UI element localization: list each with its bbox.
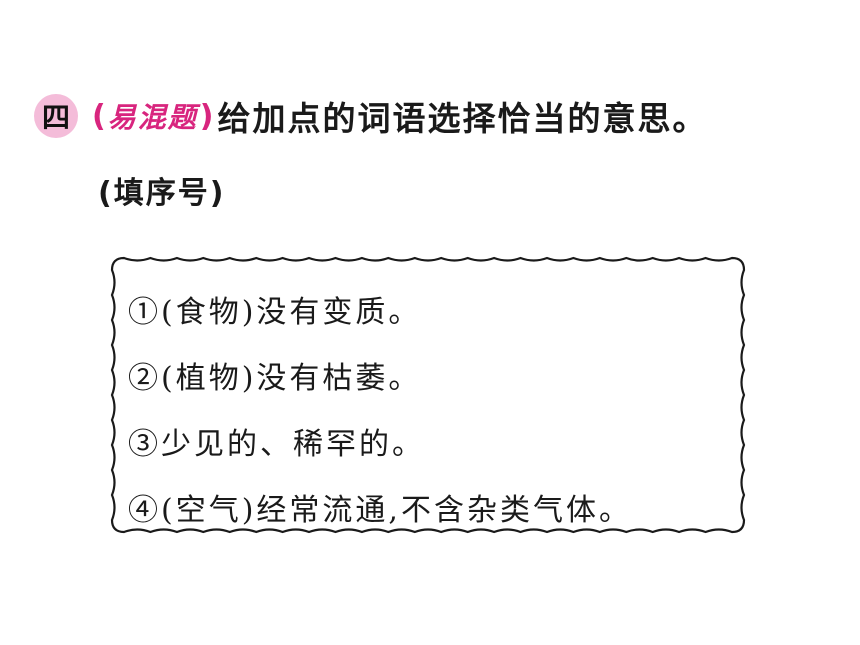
option-item-1: ①(食物)没有变质。 [128,295,422,330]
options-box: ①(食物)没有变质。 ②(植物)没有枯萎。 ③少见的、稀罕的。 ④(空气)经常流… [104,250,752,540]
answer-format-note: (填序号) [98,176,226,211]
option-item-2: ②(植物)没有枯萎。 [128,361,422,396]
option-list: ①(食物)没有变质。 ②(植物)没有枯萎。 ③少见的、稀罕的。 ④(空气)经常流… [128,276,632,540]
tag-close-paren: ) [199,98,214,134]
option-item-3: ③少见的、稀罕的。 [128,427,425,462]
section-number-badge: 四 [34,94,78,138]
option-item-4: ④(空气)经常流通,不含杂类气体。 [128,493,632,528]
scalloped-border [110,256,746,534]
tag-open-paren: ( [92,98,106,134]
question-tag: 易混题 [107,101,198,134]
question-instruction: 给加点的词语选择恰当的意思。 [217,99,708,138]
question-header: 四 ( 易混题 ) 给加点的词语选择恰当的意思。 [34,92,707,140]
section-number: 四 [41,101,70,134]
